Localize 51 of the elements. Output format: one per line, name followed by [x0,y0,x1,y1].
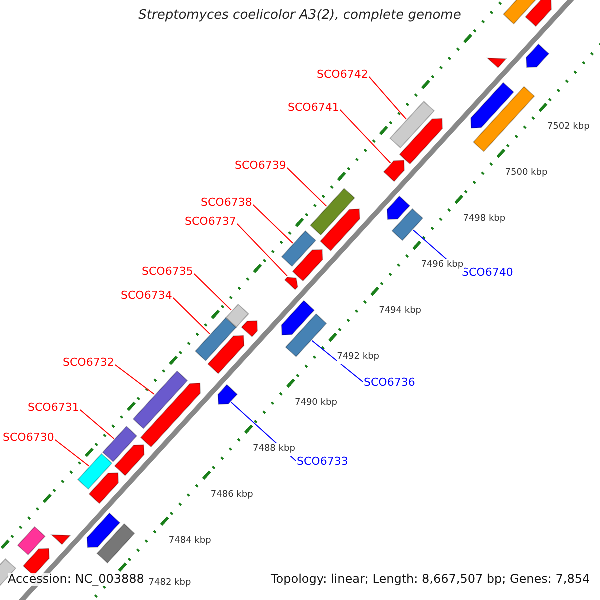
scale-label: 7488 kbp [253,442,296,456]
gene-label: SCO6739 [235,159,286,172]
leader-line [114,364,156,396]
leader-line [252,204,294,244]
scale-label: 7482 kbp [148,576,192,590]
gene-label: SCO6742 [317,68,368,81]
leader-line [194,274,232,312]
gene-bar [285,313,328,358]
gene-bar [390,100,436,149]
gene-bar [218,384,238,405]
scale-label: 7484 kbp [168,534,212,548]
scale-label: 7498 kbp [463,212,506,226]
leader-line [80,410,115,440]
leader-line [236,224,288,277]
gene-label: SCO6735 [142,265,194,278]
leader-line [368,76,407,120]
gene-label: SCO6734 [121,289,172,302]
gene-label: SCO6741 [288,101,340,114]
gene-bar [284,277,298,290]
gene-label: SCO6732 [63,356,114,369]
leader-line [340,110,392,164]
scale-label: 7486 kbp [210,488,254,502]
gene-label: SCO6737 [185,215,236,228]
gene-label: SCO6733 [297,455,348,468]
gene-bar [383,160,405,182]
gene-label: SCO6738 [201,196,252,209]
gene-label: SCO6730 [3,431,54,444]
scale-label: 7494 kbp [379,304,422,318]
gene-label: SCO6736 [364,376,416,389]
gene-bar [226,304,250,328]
genome-stats-text: Topology: linear; Length: 8,667,507 bp; Genes: 7,854 [271,573,590,586]
scale-label: 7500 kbp [505,166,548,180]
gene-bar [194,317,237,362]
gene-bar [310,188,356,236]
scale-label: 7490 kbp [295,396,338,410]
gene-bar [281,230,317,268]
leader-line [54,440,90,467]
gene-label: SCO6731 [28,401,80,414]
gene-bar [392,208,424,242]
map-title: Streptomyces coelicolor A3(2), complete genome [138,8,462,23]
scale-label: 7496 kbp [421,258,464,272]
leader-line [312,340,364,382]
leader-line [172,298,210,335]
accession-text: Accession: NC_003888 [8,573,144,586]
gene-bar [102,426,138,463]
gene-label: SCO6740 [462,266,514,279]
leader-line [286,168,328,207]
scale-label: 7502 kbp [547,120,590,134]
gene-bar [132,370,188,430]
scale-label: 7492 kbp [337,350,380,364]
gene-bar [77,453,113,490]
